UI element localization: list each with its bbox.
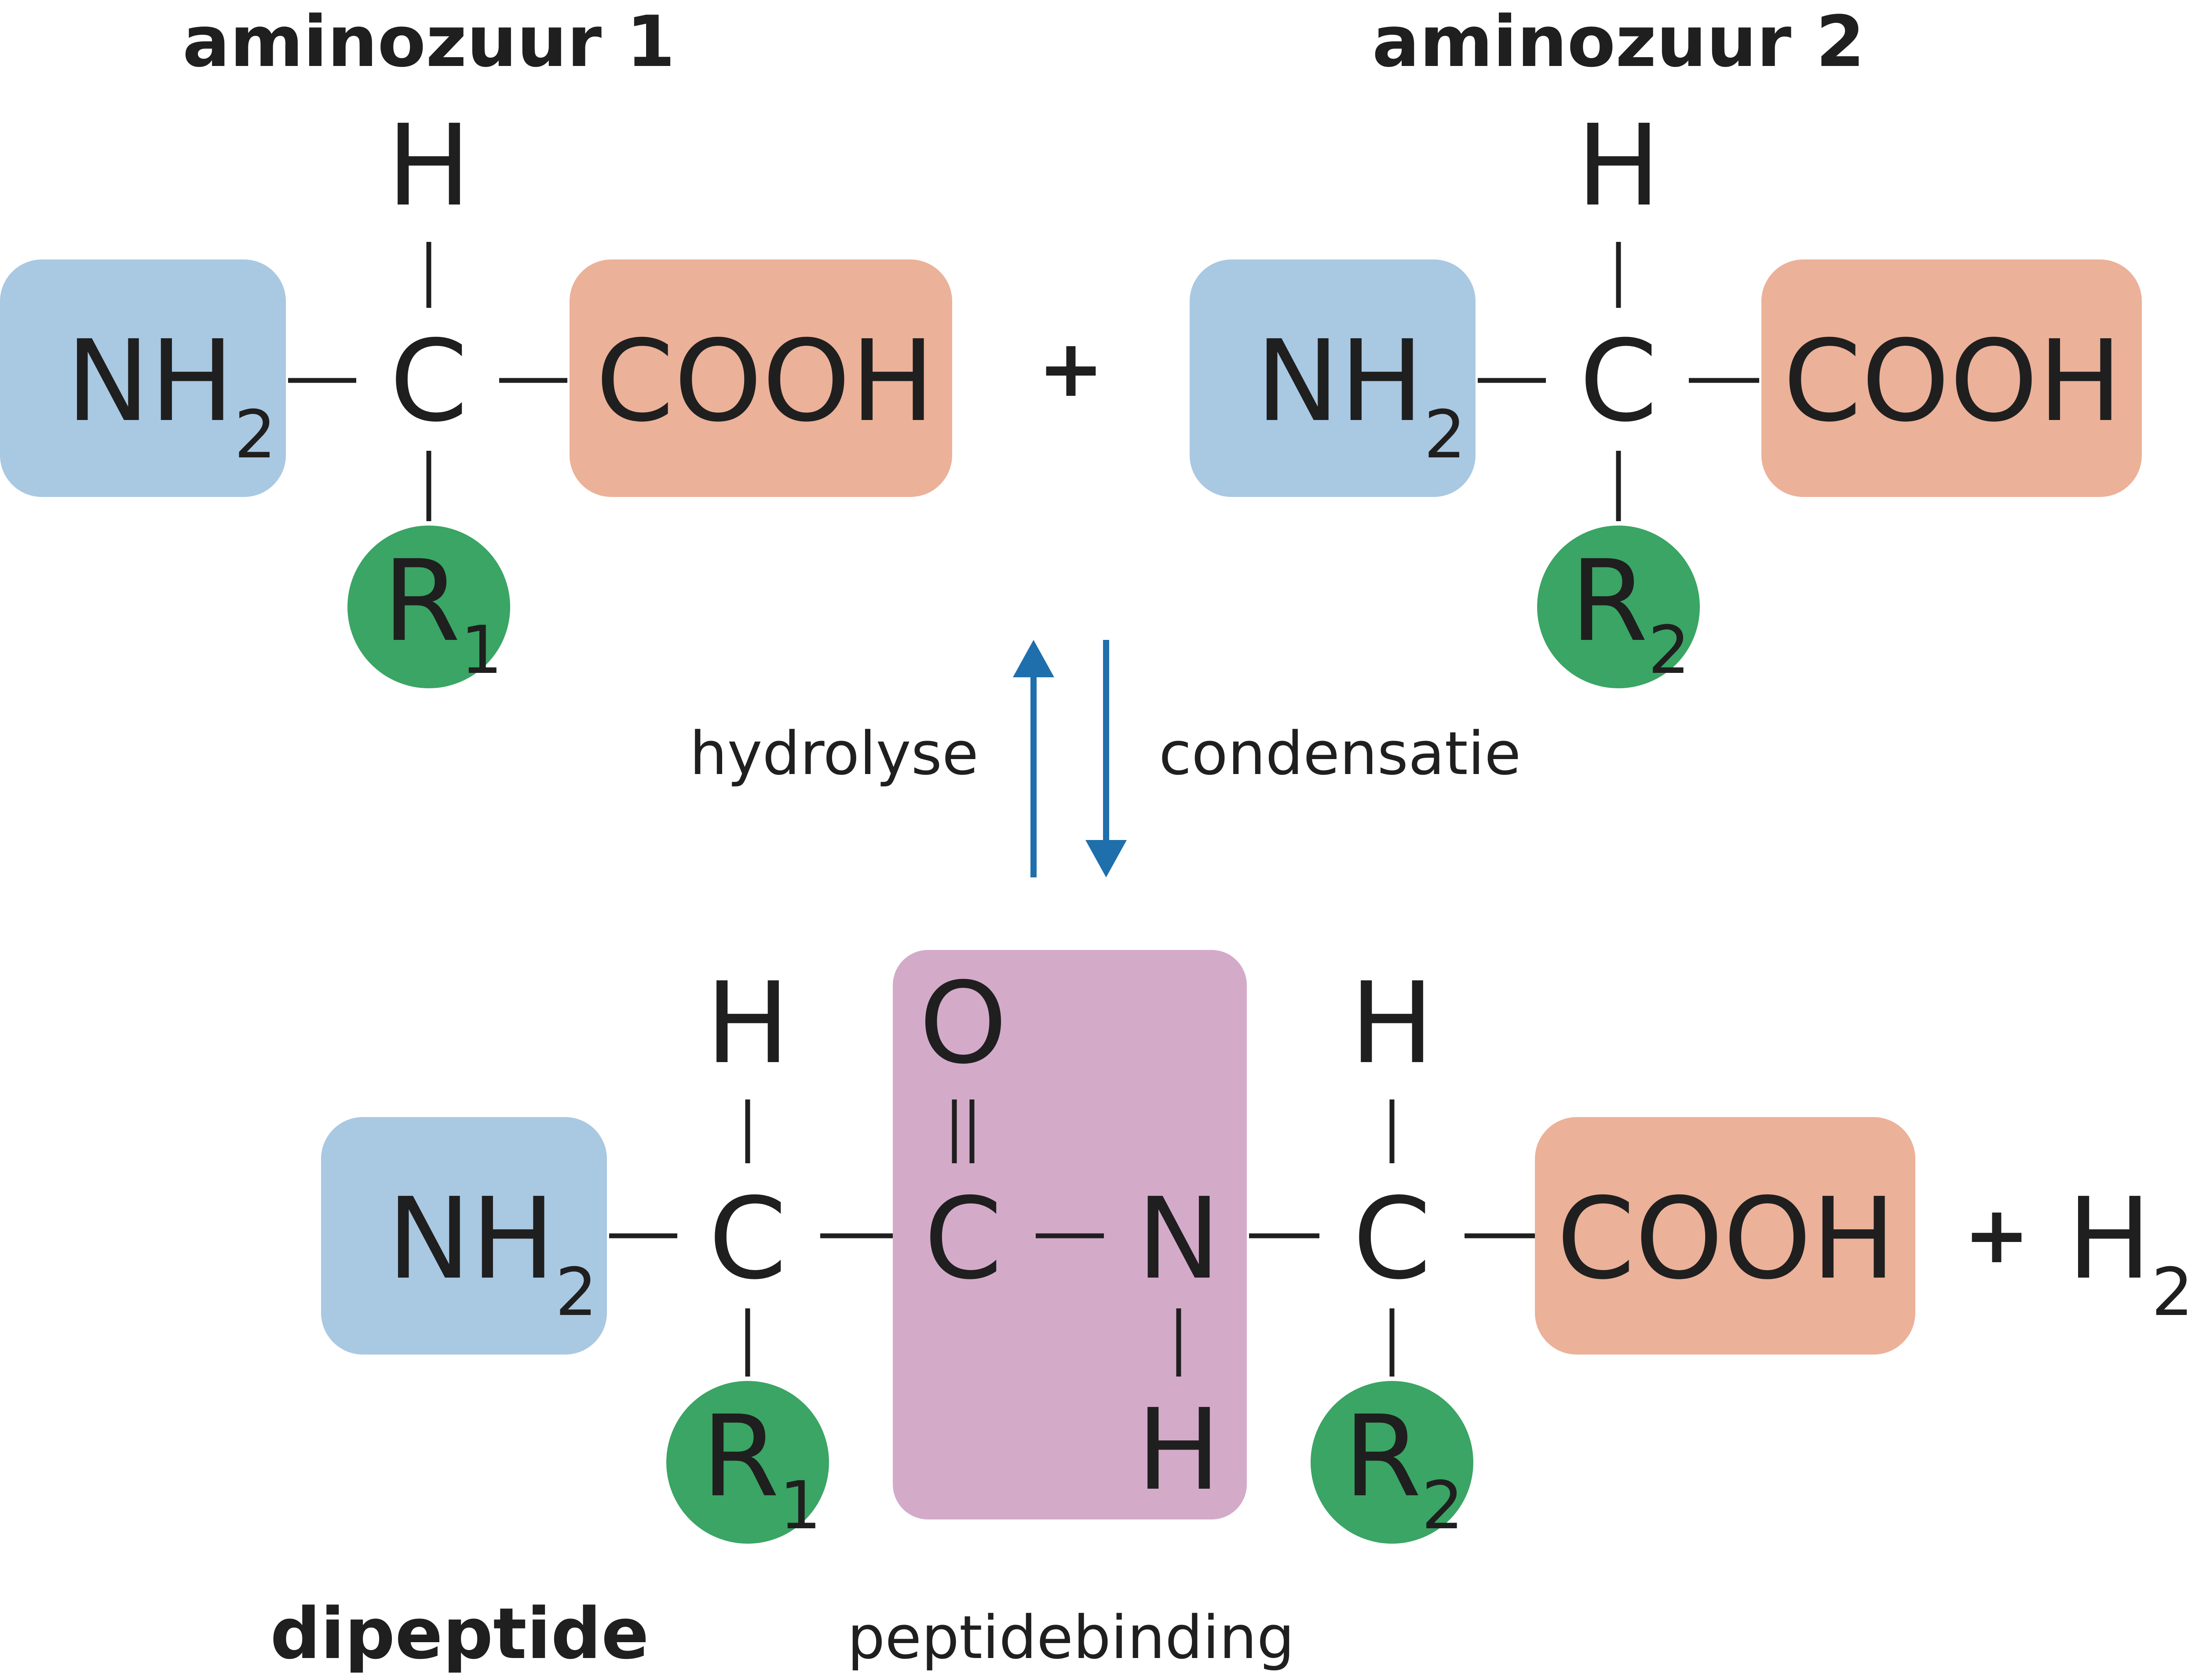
amine-group-box	[1190, 259, 1476, 497]
hydrogen-atom: H	[705, 958, 790, 1089]
carboxyl-group-label: COOH	[1783, 316, 2122, 447]
equilibrium-arrows	[1013, 640, 1127, 877]
r1-label: R1	[701, 1391, 822, 1544]
condensation-label: condensatie	[1159, 719, 1521, 788]
title-amino-acid-2: aminozuur 2	[1372, 0, 1865, 83]
r1-label: R1	[383, 536, 503, 689]
hydrolysis-label: hydrolyse	[690, 719, 979, 788]
hydrolysis-arrow-head	[1013, 640, 1054, 677]
peptide-bond-label: peptidebinding	[847, 1603, 1295, 1672]
title-dipeptide: dipeptide	[270, 1592, 649, 1675]
title-amino-acid-1: aminozuur 1	[183, 0, 675, 83]
hydrogen-atom: H	[387, 101, 471, 231]
alpha-carbon: C	[390, 316, 468, 447]
condensation-arrow-head	[1085, 840, 1127, 877]
alpha-carbon: C	[1579, 316, 1658, 447]
hydrogen-atom: H	[1576, 101, 1661, 231]
r-group-circle	[347, 526, 510, 688]
water-formula: H2O	[2067, 1174, 2199, 1331]
carboxyl-group-label: COOH	[1556, 1174, 1896, 1304]
nitrogen-atom: N	[1137, 1174, 1221, 1304]
plus-water-sign: +	[1964, 1189, 2030, 1281]
carboxyl-group-box	[570, 259, 952, 497]
r-group-circle	[1537, 526, 1700, 688]
r2-label: R2	[1344, 1391, 1464, 1544]
dipeptide: NH2 H C R1 O C N H H C R2 COOH	[321, 950, 1915, 1544]
r-group-circle	[1311, 1381, 1473, 1544]
alpha-carbon-2: C	[1353, 1174, 1431, 1304]
plus-sign: +	[1038, 323, 1104, 415]
amide-hydrogen: H	[1136, 1385, 1221, 1516]
amine-group-label: NH2	[66, 316, 276, 473]
amino-acid-1: NH2 H C COOH R1	[0, 101, 952, 689]
oxygen-atom: O	[919, 958, 1008, 1089]
hydrogen-atom: H	[1350, 958, 1434, 1089]
amine-group-box	[0, 259, 286, 497]
carboxyl-group-label: COOH	[595, 316, 935, 447]
carbonyl-carbon: C	[924, 1174, 1002, 1304]
carboxyl-group-box	[1761, 259, 2142, 497]
amino-acid-2: NH2 H C COOH R2	[1190, 101, 2142, 689]
amine-group-label: NH2	[387, 1174, 597, 1331]
r-group-circle	[666, 1381, 829, 1544]
r2-label: R2	[1570, 536, 1690, 689]
carboxyl-group-box	[1535, 1117, 1915, 1355]
alpha-carbon-1: C	[709, 1174, 787, 1304]
amine-group-box	[321, 1117, 607, 1355]
amine-group-label: NH2	[1256, 316, 1466, 473]
